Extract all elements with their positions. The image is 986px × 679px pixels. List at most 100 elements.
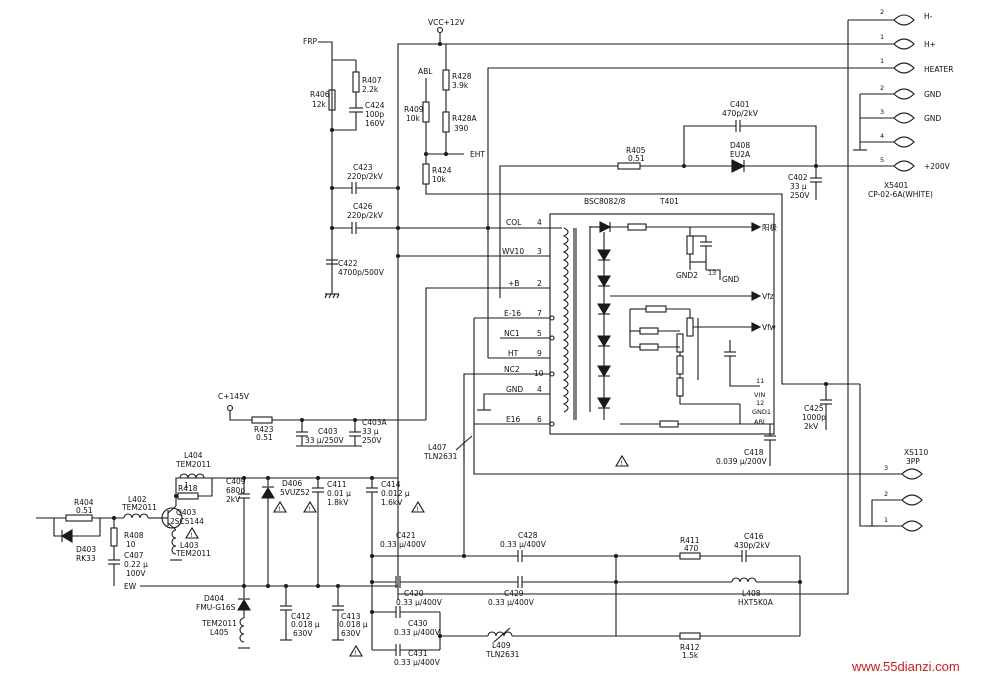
- warn-text-6: !: [354, 649, 357, 657]
- r408-value: 10: [126, 540, 136, 549]
- c426-label: C426: [353, 202, 373, 211]
- x5401-pin-6: [893, 136, 915, 148]
- xs110-pin2-num: 2: [884, 490, 888, 498]
- resistor-focus-4: [676, 333, 684, 353]
- pin-b-name: +B: [508, 279, 519, 288]
- c411-value: 0.01 μ: [327, 489, 351, 498]
- l402-label: L402: [128, 495, 147, 504]
- vfz-label: Vfz: [762, 292, 774, 301]
- r418-value: 1: [184, 481, 189, 490]
- c421-label: C421: [396, 531, 416, 540]
- pin-wv10-name: WV10: [502, 247, 524, 256]
- r423-label: R423: [254, 425, 274, 434]
- d408-value: EU2A: [730, 150, 751, 159]
- x5401-pin3-label: HEATER: [924, 65, 953, 74]
- c412-label: C412: [291, 612, 311, 621]
- warning-triangle-c413: [349, 644, 363, 657]
- x5401-pin5-label: GND: [924, 114, 941, 123]
- d403-label: D403: [76, 545, 96, 554]
- b-plus-145v: C+145V R423 0.51 C403 33 μ/250V C403A 33…: [218, 392, 426, 447]
- x5401-pin-3: [893, 62, 915, 74]
- c414-value: 0.012 μ: [381, 489, 410, 498]
- xs110-pin-1: [901, 520, 923, 532]
- pin-wv10-num: 3: [537, 247, 542, 256]
- r407-label: R407: [362, 76, 382, 85]
- c418-label: C418: [744, 448, 764, 457]
- resistor-r418: [177, 492, 199, 500]
- c423-value: 220p/2kV: [347, 172, 384, 181]
- resistor-r412: [679, 632, 701, 640]
- s-correction-caps: C421 0.33 μ/400V C428 0.33 μ/400V R411 4…: [370, 460, 802, 667]
- fbt-abl: ABL: [754, 418, 767, 426]
- x5401-pin4-label: GND: [924, 90, 941, 99]
- xs110-pin1-num: 1: [884, 516, 888, 524]
- r412-value: 1.5k: [682, 651, 699, 660]
- x5401-pin1-num: 2: [880, 8, 884, 16]
- c423-label: C423: [353, 163, 373, 172]
- r406-value: 12k: [312, 100, 327, 109]
- resistor-r404: [65, 514, 93, 522]
- d403-value: RK33: [76, 554, 96, 563]
- c416-value: 430p/2kV: [734, 541, 771, 550]
- c431-label: C431: [408, 649, 428, 658]
- pin-gnd-name: GND: [506, 385, 523, 394]
- resistor-focus-6: [676, 377, 684, 397]
- l407-label: L407: [428, 443, 447, 452]
- d406-value: 5VUZ52: [280, 488, 310, 497]
- q403-label: Q403: [176, 508, 196, 517]
- xs110-pin3-num: 3: [884, 464, 888, 472]
- abl-label: ABL: [418, 67, 433, 76]
- c424-label: C424: [365, 101, 385, 110]
- d406-label: D406: [282, 479, 302, 488]
- c413-value: 0.018 μ: [339, 620, 368, 629]
- x5401-ref: X5401: [884, 181, 908, 190]
- pin-e16a-name: E-16: [504, 309, 521, 318]
- c425-voltage: 2kV: [804, 422, 819, 431]
- x5401-pin4-num: 2: [880, 84, 884, 92]
- vfw-label: Vfw: [762, 323, 776, 332]
- r408-label: R408: [124, 531, 144, 540]
- l409-value: TLN2631: [485, 650, 520, 659]
- c413-label: C413: [341, 612, 361, 621]
- resistor-r423: [251, 416, 273, 424]
- resistor-focus-3: [639, 343, 659, 351]
- c425-label: C425: [804, 404, 824, 413]
- resistor-fbt-abl: [659, 420, 679, 428]
- l405-label: L405: [210, 628, 229, 637]
- c412-voltage: 630V: [293, 629, 313, 638]
- x5401-pin5-num: 3: [880, 108, 884, 116]
- l402-value: TEM2011: [121, 503, 157, 512]
- abl-filter: C418 0.039 μ/200V C425 1000p 2kV: [398, 382, 902, 595]
- c428-label: C428: [518, 531, 538, 540]
- c403a-value: 33 μ: [362, 427, 379, 436]
- fbt-pin12: 12: [756, 399, 764, 407]
- l408-value: HXT5K0A: [738, 598, 774, 607]
- c412-value: 0.018 μ: [291, 620, 320, 629]
- pin-col-num: 4: [537, 218, 542, 227]
- warn-text-1: !: [620, 459, 623, 467]
- fbt-pin11: 11: [756, 377, 764, 385]
- l407-coil: L407 TLN2631: [423, 318, 902, 475]
- r409-label: R409: [404, 105, 424, 114]
- c407-value: 0.22 μ: [124, 560, 148, 569]
- l409-label: L409: [492, 641, 511, 650]
- fbt-gnd2: GND2: [676, 271, 698, 280]
- resistor-r408: [110, 527, 118, 547]
- resistor-r406: [328, 89, 336, 111]
- c430-label: C430: [408, 619, 428, 628]
- d404-label: D404: [204, 594, 224, 603]
- xs110-pin-2: [901, 494, 923, 506]
- fbt-ref: T401: [659, 197, 679, 206]
- x5401-pin1-label: H-: [924, 12, 933, 21]
- x5401-pin-2: [893, 38, 915, 50]
- resistor-r428a: [442, 111, 450, 133]
- c414-voltage: 1.6kV: [381, 498, 403, 507]
- resistor-fbt-out: [627, 223, 647, 231]
- r424-label: R424: [432, 166, 452, 175]
- eht-label: EHT: [470, 150, 485, 159]
- r424-value: 10k: [432, 175, 447, 184]
- warning-triangle-c414: [411, 500, 425, 513]
- warning-triangle-c411: [303, 500, 317, 513]
- resistor-r424: [422, 163, 430, 185]
